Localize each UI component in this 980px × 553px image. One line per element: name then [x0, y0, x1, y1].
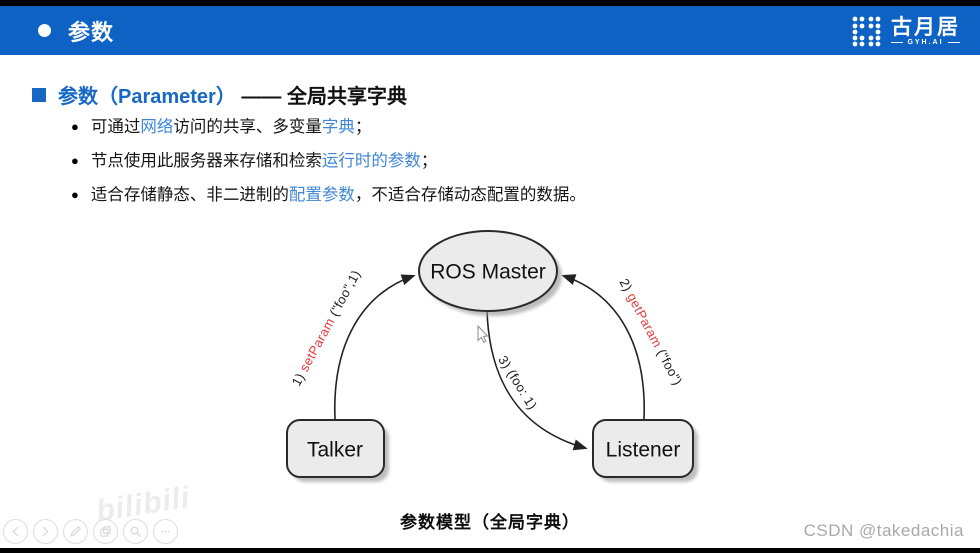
annotate-button[interactable] — [63, 519, 88, 544]
top-black-bar — [0, 0, 980, 6]
heading-highlight: 参数（Parameter） — [58, 86, 236, 108]
more-icon — [161, 530, 170, 533]
bullet-text: 适合存储静态、非二进制的配置参数，不适合存储动态配置的数据。 — [90, 186, 586, 204]
node-label-listener: Listener — [606, 439, 681, 462]
node-label-master: ROS Master — [430, 261, 546, 284]
pencil-icon — [70, 526, 81, 537]
slide-heading: 参数（Parameter） —— 全局共享字典 — [32, 80, 407, 109]
next-icon — [42, 526, 49, 537]
bullet-text: 节点使用此服务器来存储和检索运行时的参数； — [90, 152, 438, 170]
edge-label-getparam: 2) getParam ("foo") — [616, 276, 685, 388]
node-label-talker: Talker — [307, 439, 363, 462]
bullet-item: ● 节点使用此服务器来存储和检索运行时的参数； — [71, 150, 437, 172]
more-button[interactable] — [153, 519, 178, 544]
edge-master-to-listener — [486, 309, 588, 451]
header-title: 参数 — [68, 19, 115, 45]
next-button[interactable] — [33, 519, 58, 544]
bullet-dot-icon: ● — [71, 119, 79, 134]
gyh-logo-icon — [852, 16, 881, 47]
csdn-watermark: CSDN @takedachia — [803, 521, 964, 540]
diagram-caption: 参数模型（全局字典） — [400, 513, 580, 532]
clip-icon — [100, 526, 111, 537]
bullet-item: ● 可通过网络访问的共享、多变量字典； — [71, 116, 371, 138]
bullet-dot-icon: ● — [71, 153, 79, 168]
previous-icon — [12, 526, 19, 537]
mouse-cursor-icon — [477, 324, 489, 344]
bottom-black-bar — [0, 548, 980, 553]
node-listener — [592, 419, 694, 478]
edge-talker-to-master — [334, 274, 416, 420]
previous-button[interactable] — [3, 519, 28, 544]
edge-listener-to-master — [561, 274, 645, 420]
bullet-text: 可通过网络访问的共享、多变量字典； — [90, 118, 372, 136]
player-controls — [3, 519, 178, 544]
gyh-logo: 古月居 GYH.AI — [850, 15, 960, 48]
bullet-dot-icon: ● — [71, 187, 79, 202]
node-talker — [286, 419, 385, 478]
heading-rest: —— 全局共享字典 — [235, 86, 407, 108]
gyh-logo-text: 古月居 — [891, 16, 960, 39]
magnifier-icon — [130, 526, 141, 537]
header-bullet-dot-icon — [38, 24, 51, 37]
gyh-logo-subtext: GYH.AI — [891, 39, 959, 46]
heading-square-bullet-icon — [32, 87, 46, 102]
bullet-item: ● 适合存储静态、非二进制的配置参数，不适合存储动态配置的数据。 — [71, 184, 586, 206]
node-ros-master — [418, 230, 558, 312]
slide-header: 参数 古月居 GYH.AI — [0, 6, 980, 55]
clip-button[interactable] — [93, 519, 118, 544]
search-button[interactable] — [123, 519, 148, 544]
